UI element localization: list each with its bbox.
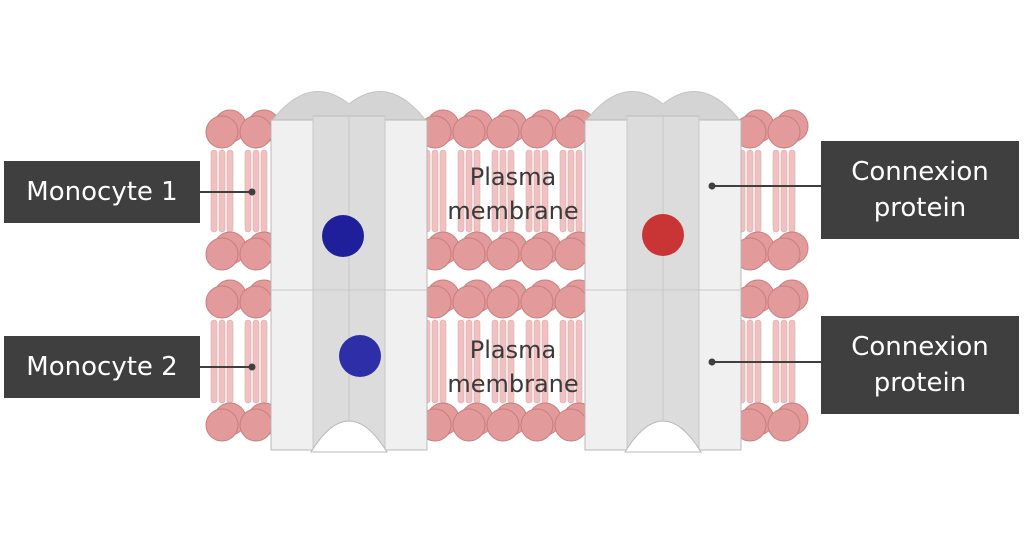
lipid-tail xyxy=(499,319,507,404)
lipid-head xyxy=(239,115,273,149)
lipid-tail xyxy=(525,319,533,404)
lipid-tail xyxy=(457,319,465,404)
lipid-block xyxy=(205,279,281,442)
label-monocyte-2: Monocyte 2 xyxy=(4,336,200,398)
lipid-tail xyxy=(431,149,439,233)
label-connexion-protein-bottom: Connexion protein xyxy=(821,316,1019,414)
lipid-head xyxy=(452,237,486,271)
lipid-bilayer xyxy=(205,109,809,442)
lipid-tail xyxy=(533,149,541,233)
molecule-red xyxy=(642,214,684,256)
lipid-head xyxy=(554,237,588,271)
lipid-tail xyxy=(457,149,465,233)
lipid-head xyxy=(520,285,554,319)
plasma-membrane-top-line2: membrane xyxy=(447,197,579,225)
lipid-head xyxy=(239,237,273,271)
lipid-tail xyxy=(567,149,575,233)
lipid-tail xyxy=(465,319,473,404)
lipid-tail xyxy=(431,319,439,404)
lipid-head xyxy=(452,408,486,442)
lipid-head xyxy=(205,115,239,149)
lipid-head xyxy=(486,408,520,442)
lipid-head xyxy=(239,285,273,319)
lipid-head xyxy=(239,408,273,442)
lipid-head xyxy=(767,408,801,442)
lipid-head xyxy=(452,285,486,319)
lipid-tail xyxy=(499,149,507,233)
leader-dot xyxy=(248,188,256,196)
molecule-dark-blue xyxy=(322,215,364,257)
label-connexion-protein-top: Connexion protein xyxy=(821,141,1019,239)
lipid-tail xyxy=(260,319,268,404)
lipid-tail xyxy=(559,319,567,404)
connexon-channel xyxy=(584,91,742,453)
lipid-tail xyxy=(465,149,473,233)
lipid-tail xyxy=(210,319,218,404)
connexon-channel xyxy=(270,91,428,453)
molecule-blue xyxy=(339,335,381,377)
lipid-head xyxy=(767,237,801,271)
lipid-tail xyxy=(491,319,499,404)
lipid-tail xyxy=(244,319,252,404)
plasma-membrane-label-bottom: Plasma membrane xyxy=(423,333,603,401)
lipid-tail xyxy=(491,149,499,233)
lipid-head xyxy=(205,408,239,442)
lipid-head xyxy=(520,115,554,149)
lipid-tail xyxy=(772,149,780,233)
molecules xyxy=(322,214,684,377)
connexon-arch xyxy=(624,420,702,453)
lipid-head xyxy=(452,115,486,149)
leader-dot xyxy=(708,358,716,366)
lipid-tail xyxy=(533,319,541,404)
lipid-head xyxy=(767,115,801,149)
plasma-membrane-bottom-line2: membrane xyxy=(447,370,579,398)
lipid-head xyxy=(486,285,520,319)
lipid-tail xyxy=(252,319,260,404)
leader-lines xyxy=(200,182,821,371)
lipid-tail xyxy=(559,149,567,233)
label-monocyte-1-text: Monocyte 1 xyxy=(26,177,178,207)
lipid-head xyxy=(486,115,520,149)
lipid-tail xyxy=(567,319,575,404)
plasma-membrane-label-top: Plasma membrane xyxy=(423,160,603,228)
lipid-tail xyxy=(525,149,533,233)
label-connexion-bottom-line2: protein xyxy=(873,368,967,398)
leader-dot xyxy=(248,363,256,371)
connexon-arch xyxy=(310,420,388,453)
lipid-block xyxy=(733,109,809,271)
lipid-tail xyxy=(260,149,268,233)
lipid-block xyxy=(733,279,809,442)
leader-dot xyxy=(708,182,716,190)
label-connexion-top-line2: protein xyxy=(873,193,967,223)
plasma-membrane-bottom-line1: Plasma xyxy=(469,336,557,364)
label-monocyte-1: Monocyte 1 xyxy=(4,161,200,223)
lipid-head xyxy=(554,285,588,319)
lipid-head xyxy=(205,237,239,271)
lipid-head xyxy=(554,115,588,149)
label-connexion-bottom-line1: Connexion xyxy=(851,332,989,362)
lipid-tail xyxy=(788,149,796,233)
lipid-head xyxy=(767,285,801,319)
lipid-head xyxy=(486,237,520,271)
lipid-tail xyxy=(754,149,762,233)
label-connexion-top-line1: Connexion xyxy=(851,157,989,187)
lipid-block xyxy=(205,109,281,271)
lipid-tail xyxy=(226,319,234,404)
lipid-head xyxy=(520,408,554,442)
lipid-tail xyxy=(218,319,226,404)
connexons xyxy=(270,91,742,453)
plasma-membrane-top-line1: Plasma xyxy=(469,163,557,191)
lipid-tail xyxy=(780,149,788,233)
lipid-tail xyxy=(746,149,754,233)
lipid-head xyxy=(520,237,554,271)
label-monocyte-2-text: Monocyte 2 xyxy=(26,352,178,382)
lipid-head xyxy=(554,408,588,442)
lipid-head xyxy=(205,285,239,319)
